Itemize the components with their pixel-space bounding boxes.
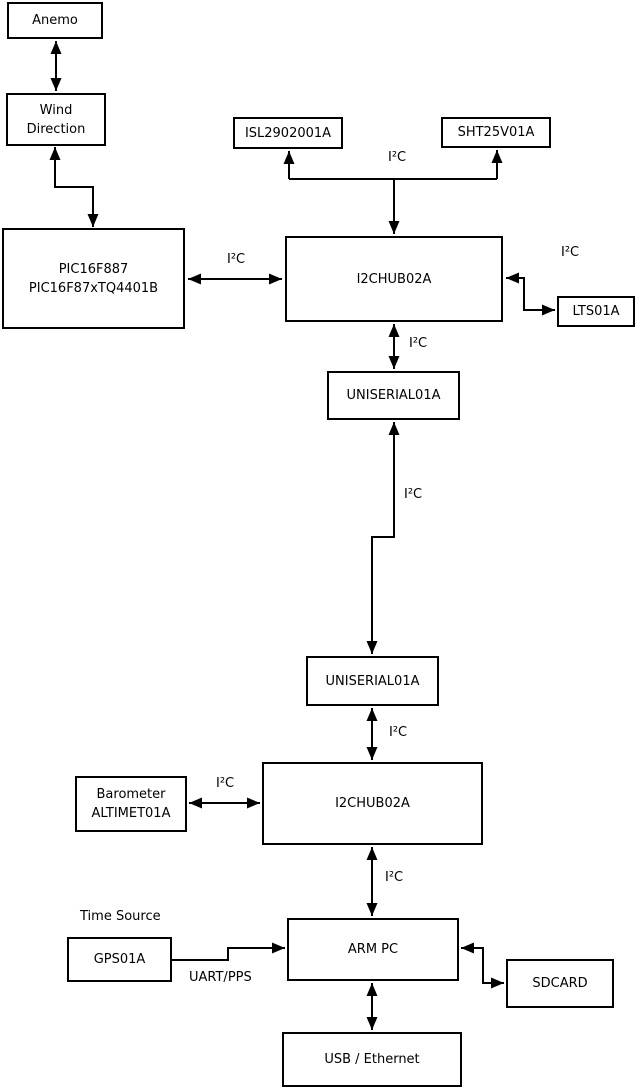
node-label: Anemo [32,13,78,28]
edge-label-i2c-sensors: I²C [388,150,407,165]
node-uniserial-1: UNISERIAL01A [327,371,460,420]
edge-label-i2c-uniserial-link: I²C [404,487,423,502]
node-label-line1: Wind [39,102,73,118]
node-label: USB / Ethernet [324,1052,420,1067]
node-label: I2CHUB02A [356,271,432,287]
edge-hub1-lts [506,272,555,316]
node-label-line2: ALTIMET01A [91,806,171,821]
node-pic-microcontroller: PIC16F887 PIC16F87xTQ4401B [2,228,185,329]
node-label: SDCARD [532,976,588,991]
node-anemo: Anemo [7,2,103,39]
node-label-line1: PIC16F887 [58,261,129,277]
node-sht-sensor: SHT25V01A [441,117,551,148]
label-time-source: Time Source [80,909,161,924]
node-label: I2CHUB02A [335,796,410,811]
node-i2c-hub-2: I2CHUB02A [262,762,483,845]
node-wind-direction: Wind Direction [6,93,106,146]
node-label-line1: Barometer [96,787,166,802]
node-uniserial-2: UNISERIAL01A [306,656,439,706]
node-label: ISL2902001A [244,125,332,141]
node-gps: GPS01A [67,937,172,982]
node-label: UNISERIAL01A [346,388,441,403]
node-label: LTS01A [572,304,620,319]
edge-label-i2c-uniserial2-hub2: I²C [389,725,408,740]
edge-label-i2c-lts: I²C [561,245,580,260]
edge-label-i2c-pic-hub1: I²C [227,252,246,267]
node-usb-ethernet: USB / Ethernet [282,1032,462,1087]
node-lts-sensor: LTS01A [557,296,635,327]
node-sdcard: SDCARD [506,959,614,1008]
node-label-line2: Direction [26,121,86,137]
node-label: ARM PC [347,942,399,957]
edge-label-i2c-hub1-uniserial1: I²C [409,336,428,351]
edge-label-i2c-hub2-armpc: I²C [385,870,404,885]
edge-wind-pic [49,147,99,227]
node-label: SHT25V01A [457,125,535,140]
edge-gps-armpc [172,942,285,961]
node-barometer: Barometer ALTIMET01A [75,776,187,832]
edge-label-uart-pps: UART/PPS [189,970,252,985]
node-isl-sensor: ISL2902001A [233,117,343,149]
node-arm-pc: ARM PC [287,918,459,981]
node-label: UNISERIAL01A [325,673,420,689]
edge-armpc-sdcard [461,942,504,989]
edge-uniserial1-uniserial2 [366,422,400,654]
node-i2c-hub-1: I2CHUB02A [285,236,503,322]
edge-label-i2c-barometer: I²C [216,776,235,791]
node-label-line2: PIC16F87xTQ4401B [28,280,159,296]
node-label: GPS01A [93,952,146,967]
